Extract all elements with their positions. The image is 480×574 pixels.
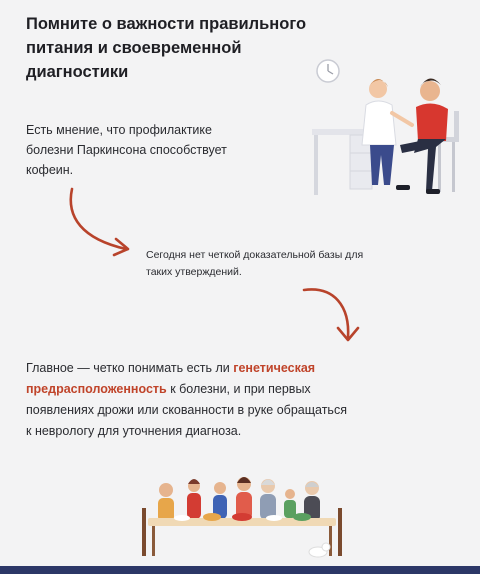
paragraph-3-line-1: Главное — четко понимать есть ли генетич… [26,358,456,379]
curved-arrow-icon [69,187,130,257]
paragraph-3-text: к болезни, и при первых [166,382,311,396]
curved-arrow-icon [302,288,360,342]
paragraph-3-line-2: предрасположенность к болезни, и при пер… [26,379,456,400]
bottom-bar [0,566,480,574]
paragraph-caffeine: Есть мнение, что профилактике болезни Па… [26,120,316,180]
paragraph-2-line-2: таких утверждений. [146,266,242,278]
paragraph-1-line-2: болезни Паркинсона способствует [26,143,227,157]
paragraph-3-text: Главное — четко понимать есть ли [26,361,234,375]
paragraph-1-line-1: Есть мнение, что профилактике [26,123,212,137]
highlight-genetic: генетическая [233,361,316,375]
paragraph-1-line-3: кофеин. [26,163,74,177]
paragraph-3-line-3: появлениях дрожи или скованности в руке … [26,403,347,417]
family-members [158,477,320,522]
title-line-2: питания и своевременной [26,39,242,57]
highlight-predisposition: предрасположенность [26,382,167,396]
paragraph-genetics: Главное — четко понимать есть ли генетич… [26,358,456,442]
paragraph-no-evidence: Сегодня нет четкой доказательной базы дл… [146,247,456,281]
title-line-1: Помните о важности правильного [26,15,307,33]
family-dinner-illustration [142,477,342,558]
paragraph-3-line-4: к неврологу для уточнения диагноза. [26,424,242,438]
title-line-3: диагностики [26,63,129,81]
paragraph-2-line-1: Сегодня нет четкой доказательной базы дл… [146,249,364,261]
clock-icon [316,59,340,83]
page-title: Помните о важности правильного питания и… [26,12,386,84]
doctor-patient-illustration [312,59,459,195]
